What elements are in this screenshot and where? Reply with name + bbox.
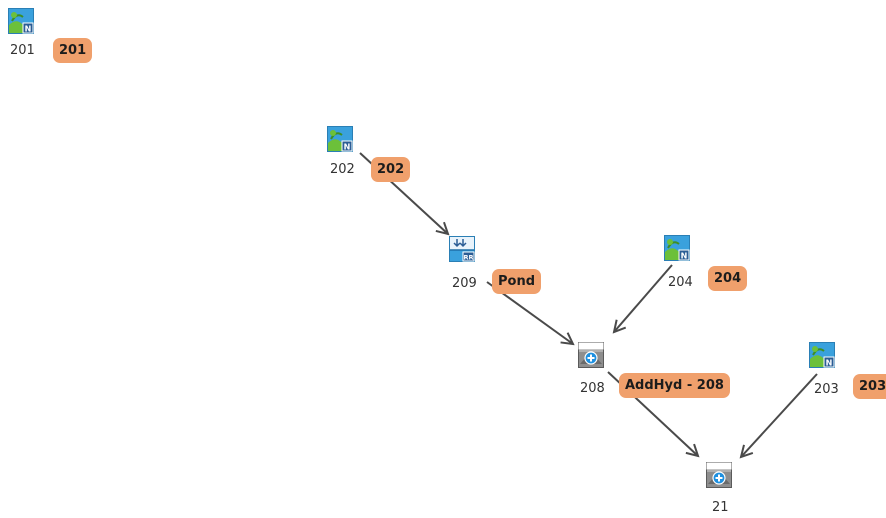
node-tag[interactable]: Pond <box>492 269 542 294</box>
catchment-icon[interactable]: N <box>664 235 690 261</box>
node-id-label: 204 <box>668 275 693 290</box>
catchment-icon[interactable]: N <box>8 8 34 34</box>
edge-204-to-208[interactable] <box>614 264 673 332</box>
node-tag[interactable]: AddHyd - 208 <box>619 373 730 398</box>
node-tag[interactable]: 201 <box>53 38 93 63</box>
svg-text:N: N <box>25 25 32 34</box>
node-tag[interactable]: 204 <box>708 266 748 291</box>
add-hydrograph-icon[interactable] <box>706 462 732 488</box>
node-tag[interactable]: 203 <box>853 374 886 399</box>
node-id-label: 21 <box>712 500 729 515</box>
node-id-label: 208 <box>580 381 605 396</box>
svg-text:N: N <box>681 252 688 261</box>
pond-icon[interactable]: RR <box>449 236 475 262</box>
svg-text:N: N <box>826 359 833 368</box>
node-id-label: 203 <box>814 382 839 397</box>
catchment-icon[interactable]: N <box>327 126 353 152</box>
node-id-label: 202 <box>330 162 355 177</box>
catchment-icon[interactable]: N <box>809 342 835 368</box>
node-id-label: 209 <box>452 276 477 291</box>
svg-text:RR: RR <box>463 254 473 262</box>
svg-text:N: N <box>344 143 351 152</box>
add-hydrograph-icon[interactable] <box>578 342 604 368</box>
edge-203-to-21[interactable] <box>741 373 818 457</box>
node-tag[interactable]: 202 <box>371 157 411 182</box>
node-id-label: 201 <box>10 43 35 58</box>
